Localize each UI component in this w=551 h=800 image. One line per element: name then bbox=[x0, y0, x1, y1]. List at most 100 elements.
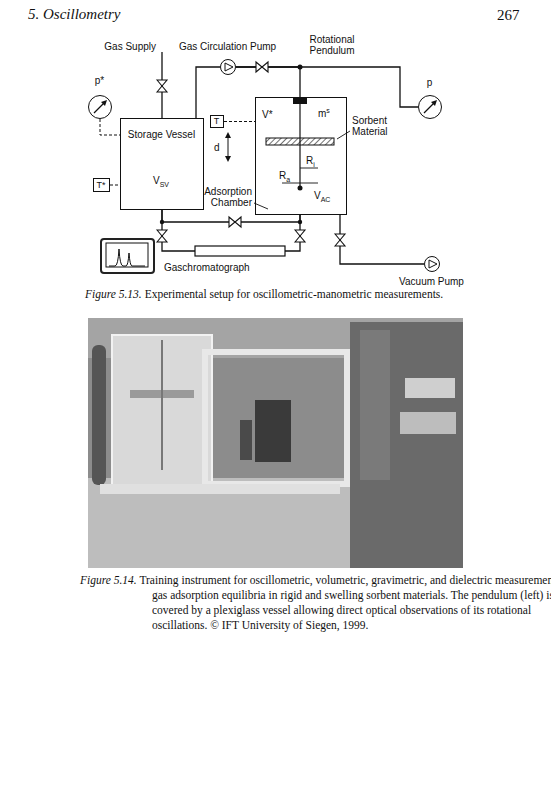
valve-half bbox=[335, 234, 345, 240]
valve-symbol bbox=[229, 217, 241, 227]
pipe-connector bbox=[224, 121, 255, 122]
volume-symbol: VSV bbox=[153, 175, 169, 186]
pipe-line bbox=[100, 119, 120, 135]
page-number: 267 bbox=[497, 7, 520, 24]
pendulum-label: Rotational Pendulum bbox=[304, 34, 360, 56]
vacuum-pump-symbol: Vacuum Pump bbox=[424, 256, 440, 272]
storage-vessel-box: Storage VesselVSV bbox=[120, 118, 204, 210]
valve-half bbox=[229, 217, 235, 227]
instrument-unit bbox=[405, 378, 455, 398]
pipe-line bbox=[110, 185, 120, 186]
photo-ground bbox=[88, 318, 463, 568]
pipe-line bbox=[162, 210, 300, 251]
pressure-gauge: p* bbox=[88, 95, 112, 119]
pressure-gauge: p bbox=[418, 95, 442, 119]
node-icon bbox=[418, 95, 442, 119]
pipe-connector bbox=[162, 210, 300, 251]
needle-head bbox=[101, 100, 107, 106]
gas-cylinder bbox=[92, 345, 106, 485]
gc-column bbox=[195, 246, 285, 256]
valve-symbol bbox=[295, 230, 305, 242]
distance-symbol: d bbox=[214, 142, 220, 153]
pendulum-head bbox=[293, 97, 307, 104]
arrow-head bbox=[225, 132, 231, 138]
valve-half bbox=[335, 240, 345, 246]
node-icon bbox=[101, 239, 156, 275]
chromatograph-monitor: Gaschromatograph bbox=[100, 238, 155, 274]
figure-number: Figure 5.13. bbox=[85, 288, 142, 300]
pipe-connector bbox=[100, 119, 120, 135]
valve-half bbox=[157, 80, 167, 86]
junction-dot bbox=[298, 65, 303, 70]
figure-caption: Figure 5.14. Training instrument for osc… bbox=[80, 573, 551, 633]
radius-symbol: Ri bbox=[306, 155, 315, 166]
plexiglass-vessel bbox=[112, 335, 212, 485]
instrument-photo bbox=[88, 318, 463, 568]
chamber-block bbox=[255, 400, 291, 462]
pressure-symbol: p* bbox=[95, 75, 104, 86]
valve-symbol bbox=[256, 62, 268, 72]
needle-head bbox=[431, 100, 437, 106]
device-name: Gaschromatograph bbox=[164, 262, 250, 273]
radius-line bbox=[300, 168, 318, 169]
chromatogram-peaks bbox=[109, 249, 145, 266]
leader-line bbox=[254, 203, 268, 209]
node-icon bbox=[88, 95, 112, 119]
monitor-screen bbox=[106, 243, 148, 267]
figure-number: Figure 5.14. bbox=[80, 574, 137, 586]
valve-half bbox=[295, 230, 305, 236]
chamber-label: Adsorption Chamber bbox=[196, 186, 252, 208]
text-index: s bbox=[326, 107, 330, 114]
node-icon bbox=[424, 256, 440, 272]
temperature-symbol: T bbox=[214, 116, 220, 126]
pump-triangle bbox=[225, 63, 233, 71]
volume-symbol: V* bbox=[262, 109, 273, 120]
text-index: SV bbox=[160, 181, 169, 188]
pump-triangle bbox=[429, 260, 437, 268]
leader-line bbox=[337, 131, 350, 139]
valve-half bbox=[157, 230, 167, 236]
valve-half bbox=[157, 236, 167, 242]
junction-dot bbox=[160, 220, 164, 224]
pump-name: Vacuum Pump bbox=[399, 276, 464, 287]
support-frame bbox=[205, 352, 347, 484]
pendulum-rod bbox=[161, 340, 163, 470]
mass-symbol: ms bbox=[318, 108, 330, 119]
arrow-head bbox=[225, 156, 231, 162]
thermometer-box: T* bbox=[93, 178, 110, 192]
pipe-connector bbox=[340, 215, 424, 264]
base-plate bbox=[100, 484, 340, 494]
gas-supply-label: Gas Supply bbox=[104, 41, 156, 52]
pipe-line bbox=[340, 215, 424, 264]
pressure-symbol: p bbox=[427, 77, 433, 88]
sorbent-disk bbox=[266, 138, 334, 145]
valve-half bbox=[295, 236, 305, 242]
text-index: i bbox=[313, 161, 315, 168]
valve-block bbox=[240, 420, 252, 460]
instrument-unit bbox=[400, 412, 456, 434]
pipe-line bbox=[196, 67, 220, 118]
valve-symbol bbox=[157, 80, 167, 92]
valve-half bbox=[256, 62, 262, 72]
radius-symbol: Ra bbox=[279, 170, 290, 181]
pipe-connector bbox=[110, 185, 120, 186]
vessel-name: Storage Vessel bbox=[128, 129, 195, 140]
pipe-line bbox=[236, 67, 418, 107]
equipment-rack bbox=[350, 322, 463, 568]
temperature-symbol: T* bbox=[97, 180, 106, 190]
running-header: 5. Oscillometry bbox=[28, 6, 120, 23]
pipe-line bbox=[224, 121, 255, 122]
cable-bundle bbox=[360, 330, 390, 480]
pendulum-weight bbox=[298, 186, 303, 191]
circulation-pump-symbol: Gas Circulation Pump bbox=[220, 59, 236, 75]
sorbent-label: Sorbent Material bbox=[352, 115, 398, 137]
thermometer-box: T bbox=[210, 115, 224, 128]
pipe-connector bbox=[196, 67, 220, 118]
valve-half bbox=[157, 86, 167, 92]
text-index: AC bbox=[321, 196, 331, 203]
text-index: a bbox=[286, 176, 290, 183]
distance-arrow bbox=[228, 136, 229, 158]
valve-half bbox=[262, 62, 268, 72]
node-icon bbox=[220, 59, 236, 75]
